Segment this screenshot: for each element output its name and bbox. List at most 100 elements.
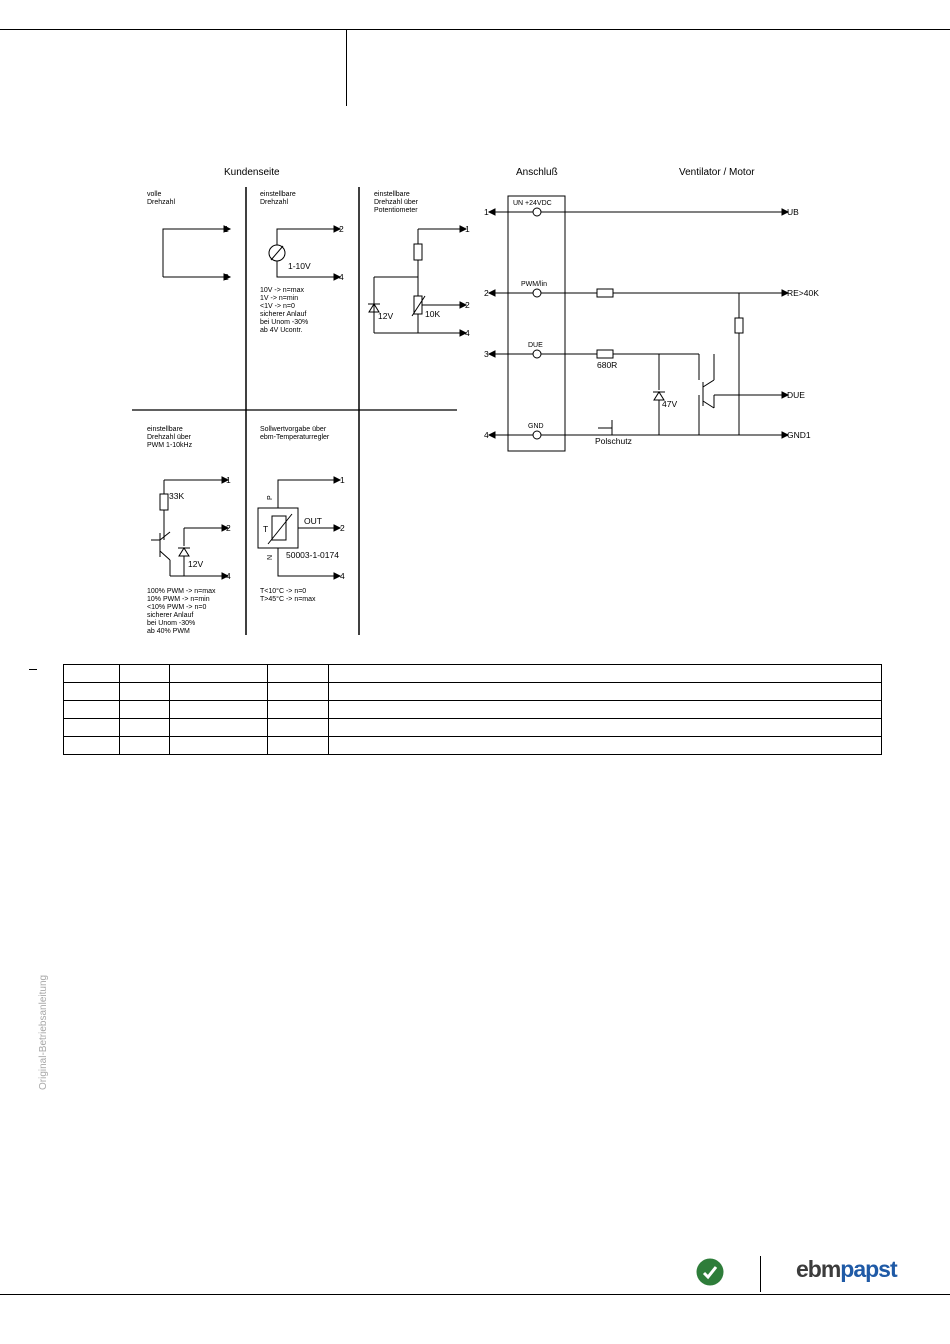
c3-pin2: 2 <box>465 300 470 310</box>
c1-l1: volle <box>147 191 162 198</box>
c2-pin4: 4 <box>339 272 344 282</box>
table-cell <box>267 736 329 755</box>
table-dash <box>29 669 37 670</box>
con-pin4: 4 <box>484 430 489 440</box>
table-cell <box>63 682 120 701</box>
comp-polschutz: Polschutz <box>595 436 632 446</box>
table-cell <box>267 664 329 683</box>
header-divider <box>346 29 347 106</box>
c5-l1: Sollwertvorgabe über <box>260 426 327 433</box>
table-cell <box>169 718 268 737</box>
out-ub: UB <box>787 207 799 217</box>
con-pin3: 3 <box>484 349 489 359</box>
c3-l3: Potentiometer <box>374 207 418 214</box>
table-cell <box>328 700 882 719</box>
table-cell <box>328 718 882 737</box>
comp-r680: 680R <box>597 360 617 370</box>
comp-sensor-part: 50003-1-0174 <box>286 550 339 560</box>
table-cell <box>119 664 170 683</box>
title-customer: Kundenseite <box>224 167 280 178</box>
note-p4: sicherer Anlauf <box>147 612 193 619</box>
c5-l2: ebm-Temperaturregler <box>260 434 330 441</box>
table-row <box>63 718 882 737</box>
c4-pin2: 2 <box>226 523 231 533</box>
c4-l1: einstellbare <box>147 426 183 433</box>
c5-pin2: 2 <box>340 523 345 533</box>
c3-pin1: 1 <box>465 224 470 234</box>
table-cell <box>169 682 268 701</box>
note-t2: T>45°C -> n=max <box>260 595 316 603</box>
con-pin1: 1 <box>484 207 489 217</box>
green-tech-badge-icon <box>696 1258 724 1286</box>
c1-pin1: 1 <box>224 224 229 234</box>
comp-zener12b: 12V <box>188 559 203 569</box>
con-pin2: 2 <box>484 288 489 298</box>
c5-pin4: 4 <box>340 571 345 581</box>
table-cell <box>63 718 120 737</box>
note-v5: bei Unom -30% <box>260 319 308 326</box>
header-top-rule <box>0 29 950 30</box>
wiring-diagram: Kundenseite Anschluß Ventilator / Motor … <box>132 167 819 635</box>
term-pwm: PWM/lin <box>521 281 547 288</box>
note-p6: ab 40% PWM <box>147 628 190 635</box>
revision-table <box>63 664 882 755</box>
title-fan: Ventilator / Motor <box>679 167 755 178</box>
table-cell <box>63 700 120 719</box>
note-p3: <10% PWM -> n=0 <box>147 604 206 611</box>
note-p5: bei Unom -30% <box>147 620 195 627</box>
c3-pin4: 4 <box>465 328 470 338</box>
table-cell <box>267 682 329 701</box>
table-row <box>63 700 882 719</box>
out-re: RE>40K <box>787 288 819 298</box>
c4-l2: Drehzahl über <box>147 434 192 441</box>
table-row <box>63 664 882 683</box>
table-cell <box>328 682 882 701</box>
table-cell <box>119 718 170 737</box>
c2-l2: Drehzahl <box>260 199 288 206</box>
table-cell <box>169 664 268 683</box>
comp-range: 1-10V <box>288 261 311 271</box>
note-t1: T<10°C -> n=0 <box>260 587 306 595</box>
comp-zener12a: 12V <box>378 311 393 321</box>
c5-pin1: 1 <box>340 475 345 485</box>
comp-pot: 10K <box>425 309 440 319</box>
c2-l1: einstellbare <box>260 191 296 198</box>
term-un: UN +24VDC <box>513 200 552 207</box>
table-row <box>63 682 882 701</box>
table-cell <box>169 736 268 755</box>
table-cell <box>119 700 170 719</box>
note-v4: sicherer Anlauf <box>260 311 306 318</box>
note-p2: 10% PWM -> n=min <box>147 596 210 603</box>
brand-logo: ebmpapst <box>796 1256 898 1282</box>
term-due: DUE <box>528 342 543 349</box>
sidebar-label: Original-Betriebsanleitung <box>38 974 49 1090</box>
table-row <box>63 736 882 755</box>
out-gnd1: GND1 <box>787 430 811 440</box>
table-cell <box>328 736 882 755</box>
out-due: DUE <box>787 390 805 400</box>
c4-l3: PWM 1-10kHz <box>147 442 193 449</box>
comp-sensor-t: T <box>263 524 268 534</box>
comp-sensor-n: N <box>267 555 274 560</box>
table-cell <box>63 664 120 683</box>
c2-pin2: 2 <box>339 224 344 234</box>
c1-l2: Drehzahl <box>147 199 175 206</box>
table-cell <box>119 736 170 755</box>
note-v2: 1V -> n=min <box>260 295 298 302</box>
term-gnd: GND <box>528 423 544 430</box>
note-v3: <1V -> n=0 <box>260 303 295 310</box>
c1-pin2: 2 <box>224 272 229 282</box>
c3-l1: einstellbare <box>374 191 410 198</box>
note-p1: 100% PWM -> n=max <box>147 588 216 595</box>
c4-pin1: 1 <box>226 475 231 485</box>
table-cell <box>328 664 882 683</box>
comp-zener47: 47V <box>662 399 677 409</box>
table-cell <box>119 682 170 701</box>
table-cell <box>63 736 120 755</box>
note-v6: ab 4V Ucontr. <box>260 327 302 334</box>
footer-rule <box>0 1294 950 1295</box>
note-v1: 10V -> n=max <box>260 287 304 294</box>
comp-sensor-p: P <box>267 495 274 500</box>
footer-divider <box>760 1256 761 1292</box>
table-cell <box>169 700 268 719</box>
